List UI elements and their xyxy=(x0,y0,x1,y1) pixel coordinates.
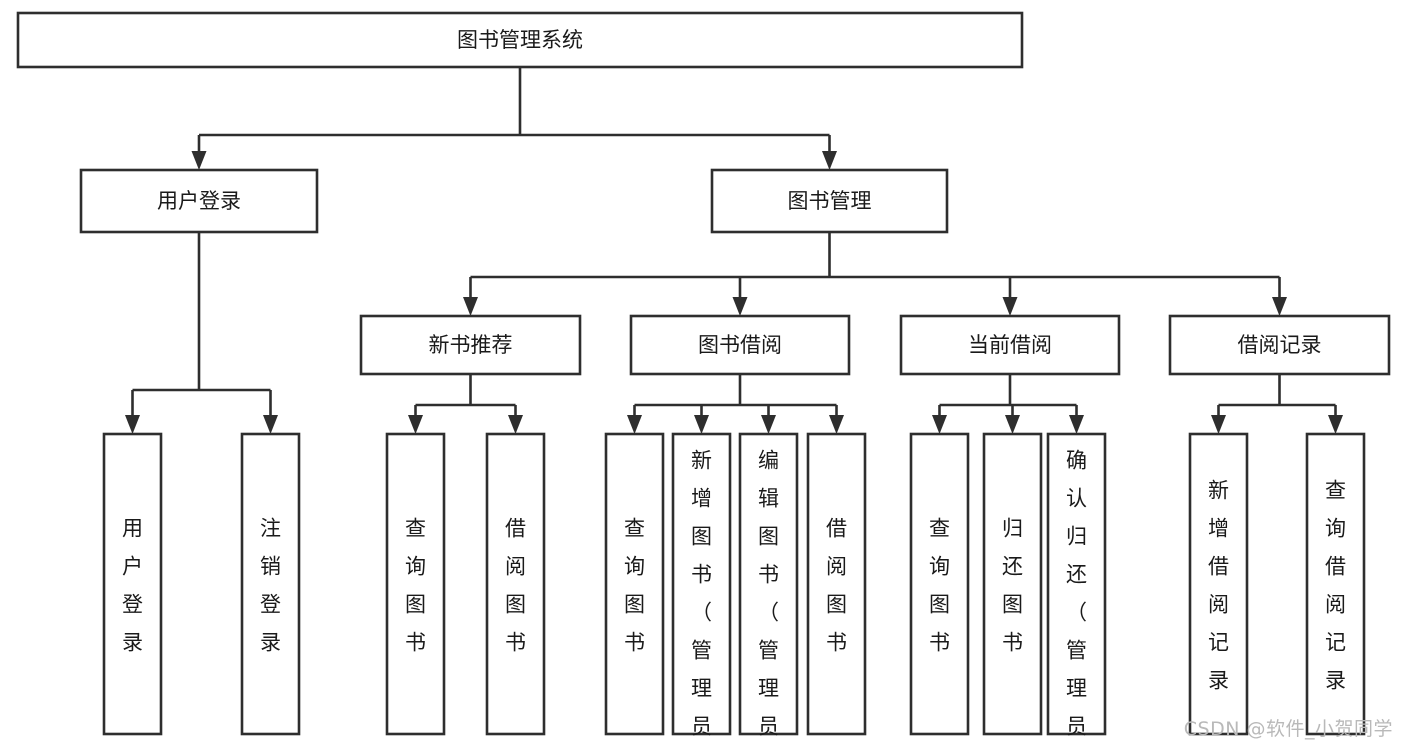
node-leaf-0-用户登录-label: 用户登录 xyxy=(122,516,143,654)
node-leaf-10-确认归还管理员-label: 确认归还（管理员） xyxy=(1066,448,1087,747)
arrow-head-icon xyxy=(1272,297,1287,316)
node-l3-图书借阅-box[interactable] xyxy=(629,314,851,376)
arrow-head-icon xyxy=(627,415,642,434)
node-l3-借阅记录-box[interactable] xyxy=(1168,314,1391,376)
node-leaf-2-查询图书-box[interactable] xyxy=(385,432,446,736)
node-leaf-12-查询借阅记录[interactable]: 查询借阅记录 xyxy=(1305,432,1366,736)
node-leaf-8-查询图书[interactable]: 查询图书 xyxy=(909,432,970,736)
node-l3-图书借阅[interactable]: 图书借阅 xyxy=(629,314,851,376)
node-l3-当前借阅-label: 当前借阅 xyxy=(968,333,1052,357)
node-root-图书管理系统-label: 图书管理系统 xyxy=(457,28,583,52)
arrow-head-icon xyxy=(829,415,844,434)
node-leaf-4-查询图书-label: 查询图书 xyxy=(624,516,645,654)
node-leaf-12-查询借阅记录-label: 查询借阅记录 xyxy=(1325,478,1346,692)
node-leaf-1-注销登录-box[interactable] xyxy=(240,432,301,736)
arrow-head-icon xyxy=(508,415,523,434)
arrow-head-icon xyxy=(694,415,709,434)
node-leaf-9-归还图书-label: 归还图书 xyxy=(1002,516,1023,654)
arrow-head-icon xyxy=(1328,415,1343,434)
node-root-图书管理系统-box[interactable] xyxy=(16,11,1024,69)
node-leaf-7-借阅图书-label: 借阅图书 xyxy=(826,516,847,654)
node-leaf-6-编辑图书管理员[interactable]: 编辑图书（管理员） xyxy=(738,432,799,747)
node-leaf-1-注销登录[interactable]: 注销登录 xyxy=(240,432,301,736)
node-l3-新书推荐-label: 新书推荐 xyxy=(429,333,513,357)
node-leaf-6-编辑图书管理员-box[interactable] xyxy=(738,432,799,736)
node-leaf-7-借阅图书-box[interactable] xyxy=(806,432,867,736)
node-leaf-0-用户登录[interactable]: 用户登录 xyxy=(102,432,163,736)
node-l2-图书管理-label: 图书管理 xyxy=(788,189,872,213)
node-leaf-9-归还图书-box[interactable] xyxy=(982,432,1043,736)
node-leaf-11-新增借阅记录[interactable]: 新增借阅记录 xyxy=(1188,432,1249,736)
node-leaf-3-借阅图书-label: 借阅图书 xyxy=(505,516,526,654)
node-leaf-0-用户登录-box[interactable] xyxy=(102,432,163,736)
arrow-head-icon xyxy=(1005,415,1020,434)
node-l2-图书管理[interactable]: 图书管理 xyxy=(710,168,949,234)
arrow-head-icon xyxy=(732,297,748,316)
node-root-图书管理系统[interactable]: 图书管理系统 xyxy=(16,11,1024,69)
node-leaf-12-查询借阅记录-box[interactable] xyxy=(1305,432,1366,736)
node-layer: 图书管理系统用户登录图书管理新书推荐图书借阅当前借阅借阅记录用户登录注销登录查询… xyxy=(16,11,1391,747)
node-leaf-5-新增图书管理员-box[interactable] xyxy=(671,432,732,736)
arrow-head-icon xyxy=(1069,415,1084,434)
arrow-head-icon xyxy=(932,415,947,434)
node-leaf-5-新增图书管理员-label: 新增图书（管理员） xyxy=(691,448,712,747)
arrow-head-icon xyxy=(408,415,423,434)
node-l3-当前借阅[interactable]: 当前借阅 xyxy=(899,314,1121,376)
node-l3-图书借阅-label: 图书借阅 xyxy=(698,333,782,357)
arrow-head-icon xyxy=(761,415,776,434)
node-leaf-10-确认归还管理员-box[interactable] xyxy=(1046,432,1107,736)
node-l2-用户登录-label: 用户登录 xyxy=(157,189,241,213)
node-leaf-5-新增图书管理员[interactable]: 新增图书（管理员） xyxy=(671,432,732,747)
node-leaf-10-确认归还管理员[interactable]: 确认归还（管理员） xyxy=(1046,432,1107,747)
connector-layer xyxy=(125,67,1343,434)
node-leaf-6-编辑图书管理员-label: 编辑图书（管理员） xyxy=(758,448,779,747)
node-leaf-2-查询图书[interactable]: 查询图书 xyxy=(385,432,446,736)
arrow-head-icon xyxy=(822,151,837,170)
arrow-head-icon xyxy=(125,415,140,434)
node-l2-用户登录-box[interactable] xyxy=(79,168,319,234)
node-leaf-2-查询图书-label: 查询图书 xyxy=(405,516,426,654)
node-leaf-7-借阅图书[interactable]: 借阅图书 xyxy=(806,432,867,736)
node-leaf-8-查询图书-label: 查询图书 xyxy=(929,516,950,654)
node-leaf-8-查询图书-box[interactable] xyxy=(909,432,970,736)
node-leaf-3-借阅图书-box[interactable] xyxy=(485,432,546,736)
node-l3-当前借阅-box[interactable] xyxy=(899,314,1121,376)
arrow-head-icon xyxy=(191,151,207,170)
node-leaf-4-查询图书-box[interactable] xyxy=(604,432,665,736)
arrow-head-icon xyxy=(263,415,278,434)
node-l2-用户登录[interactable]: 用户登录 xyxy=(79,168,319,234)
node-l3-借阅记录-label: 借阅记录 xyxy=(1238,333,1322,357)
node-leaf-3-借阅图书[interactable]: 借阅图书 xyxy=(485,432,546,736)
node-leaf-11-新增借阅记录-label: 新增借阅记录 xyxy=(1208,478,1229,692)
node-leaf-9-归还图书[interactable]: 归还图书 xyxy=(982,432,1043,736)
arrow-head-icon xyxy=(1211,415,1226,434)
node-leaf-4-查询图书[interactable]: 查询图书 xyxy=(604,432,665,736)
node-l3-新书推荐[interactable]: 新书推荐 xyxy=(359,314,582,376)
node-l2-图书管理-box[interactable] xyxy=(710,168,949,234)
node-l3-新书推荐-box[interactable] xyxy=(359,314,582,376)
node-leaf-11-新增借阅记录-box[interactable] xyxy=(1188,432,1249,736)
node-l3-借阅记录[interactable]: 借阅记录 xyxy=(1168,314,1391,376)
arrow-head-icon xyxy=(463,297,478,316)
node-leaf-1-注销登录-label: 注销登录 xyxy=(260,516,281,654)
arrow-head-icon xyxy=(1002,297,1018,316)
